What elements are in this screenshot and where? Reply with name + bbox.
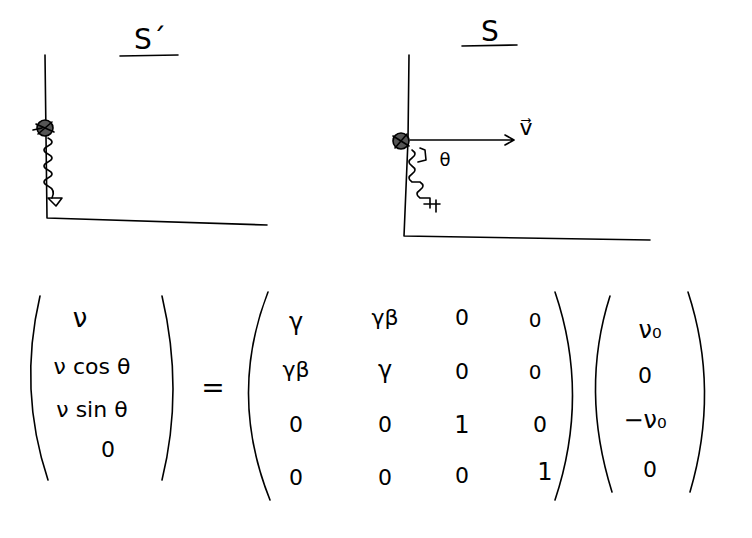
vector-entry: ν cos θ	[54, 356, 131, 378]
parenthesis	[595, 296, 612, 492]
matrix-entry: 1	[537, 460, 552, 484]
velocity-label: v⃗	[519, 117, 532, 139]
axes	[45, 55, 267, 225]
frame-name: S	[481, 18, 499, 46]
underline	[120, 55, 178, 56]
source-scribble	[33, 122, 54, 134]
angle-label: θ	[439, 151, 450, 169]
parenthesis	[248, 292, 270, 500]
matrix-entry: 0	[378, 467, 392, 489]
arrowhead	[424, 200, 440, 212]
matrix-entry: 0	[289, 414, 303, 436]
source	[393, 133, 409, 149]
vector-entry: ν	[73, 305, 88, 331]
matrix-entry: 0	[529, 310, 542, 330]
parenthesis	[31, 296, 48, 480]
velocity-arrow	[410, 135, 514, 145]
matrix-entry: γ	[289, 310, 303, 334]
vector-entry: 0	[643, 459, 657, 481]
vector-entry: ν sin θ	[56, 399, 127, 421]
matrix-entry: γβ	[371, 307, 398, 329]
vector-entry: 0	[101, 439, 115, 461]
matrix-entry: 0	[533, 414, 547, 436]
parenthesis	[688, 292, 705, 492]
matrix-entry: 0	[455, 307, 469, 329]
vector-entry: 0	[638, 365, 652, 387]
vector-entry: −ν₀	[623, 408, 666, 432]
matrix-entry: 0	[455, 361, 469, 383]
matrix-entry: γβ	[282, 359, 309, 381]
matrix-entry: 0	[529, 362, 542, 382]
matrix-entry: 0	[455, 465, 469, 487]
frame-name: S´	[134, 26, 166, 54]
vector-entry: ν₀	[638, 318, 661, 342]
equals-sign: =	[201, 374, 224, 402]
matrix-entry: γ	[378, 358, 392, 382]
photon-wave	[409, 150, 430, 208]
source-scribble	[393, 134, 409, 148]
matrix-entry: 1	[454, 413, 469, 437]
parenthesis	[162, 296, 173, 480]
photon-wave	[44, 138, 53, 198]
parenthesis	[555, 292, 573, 500]
angle-arc	[418, 148, 426, 162]
axes	[404, 55, 650, 240]
matrix-entry: 0	[289, 467, 303, 489]
matrix-entry: 0	[378, 414, 392, 436]
arrowhead	[48, 198, 62, 206]
